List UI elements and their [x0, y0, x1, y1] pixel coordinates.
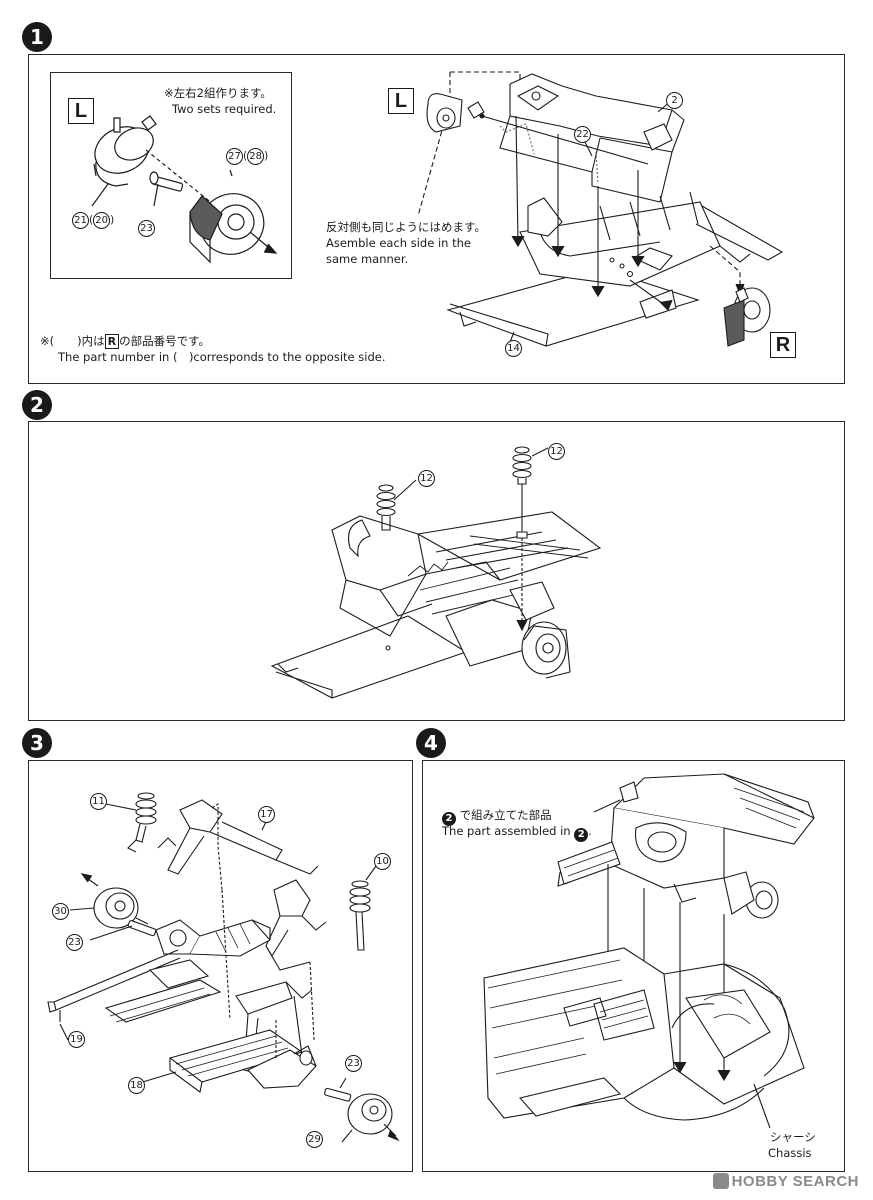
part-12-left-label: 12 [418, 470, 435, 487]
step-number-1-label: 1 [30, 25, 44, 49]
step-4-assembly-illustration [424, 768, 842, 1168]
part-18-label: 18 [128, 1077, 145, 1094]
part-number-note-badge: R [104, 334, 120, 349]
assembled-part-en-text: The part assembled in [442, 824, 571, 838]
step-number-3: 3 [22, 728, 52, 758]
step-2-chassis-illustration [270, 440, 610, 700]
part-30-label: 30 [52, 903, 69, 920]
part-number-note-prefix: ※( )内は [40, 334, 105, 348]
watermark-logo-icon [712, 1173, 729, 1189]
part-19-label: 19 [68, 1031, 85, 1048]
part-2-label: 2 [666, 92, 683, 109]
side-marker-right-main: R [770, 332, 796, 358]
part-11-label: 11 [90, 793, 107, 810]
step-number-3-label: 3 [30, 731, 44, 755]
side-marker-left-main: L [388, 88, 414, 114]
assembled-part-jp-text: で組み立てた部品 [459, 808, 552, 822]
step-number-4: 4 [416, 728, 446, 758]
part-23-lower-label: 23 [345, 1055, 362, 1072]
chassis-label-jp: シャーシ [770, 1130, 816, 1144]
same-side-note-en-2: same manner. [326, 252, 409, 266]
step-number-2-label: 2 [30, 393, 44, 417]
watermark: HOBBY SEARCH [712, 1173, 859, 1190]
part-17-label: 17 [258, 806, 275, 823]
side-marker-left-main-label: L [394, 89, 408, 112]
part-12-right-label: 12 [548, 443, 565, 460]
wheel-hub-detail-illustration [50, 72, 290, 277]
part-29-label: 29 [306, 1131, 323, 1148]
step-2-panel [28, 421, 845, 721]
assembled-part-note-en: The part assembled in 2. [442, 824, 592, 842]
assembled-step-badge-en: 2 [574, 827, 589, 842]
step-number-2: 2 [22, 390, 52, 420]
two-sets-note-jp: ※左右2組作ります。 [164, 86, 272, 100]
assembled-step-badge: 2 [442, 811, 456, 826]
side-marker-left-detail: L [68, 98, 94, 124]
step-3-suspension-illustration [40, 770, 405, 1160]
step-number-1: 1 [22, 22, 52, 52]
side-marker-left-detail-label: L [74, 99, 88, 122]
part-10-label: 10 [374, 853, 391, 870]
chassis-label-en: Chassis [768, 1146, 812, 1160]
same-side-note-jp: 反対側も同じようにはめます。 [326, 220, 486, 234]
part-23-upper-label: 23 [66, 934, 83, 951]
part-22-label: 22 [574, 126, 591, 143]
part-27-28-label: 27(28) [226, 148, 268, 165]
part-14-label: 14 [505, 340, 522, 357]
part-21-20-label: 21(20) [72, 212, 114, 229]
assembled-part-note-jp: 2 で組み立てた部品 [442, 808, 552, 826]
watermark-text: HOBBY SEARCH [731, 1173, 859, 1190]
side-marker-right-main-label: R [775, 333, 791, 356]
part-number-note-en: The part number in ( )corresponds to the… [58, 350, 386, 364]
part-number-note-suffix: の部品番号です。 [119, 334, 210, 348]
step-number-4-label: 4 [424, 731, 438, 755]
step-1-chassis-illustration [300, 56, 830, 356]
same-side-note-en-1: Asemble each side in the [326, 236, 471, 250]
two-sets-note-en: Two sets required. [172, 102, 277, 116]
part-23-label: 23 [138, 220, 155, 237]
